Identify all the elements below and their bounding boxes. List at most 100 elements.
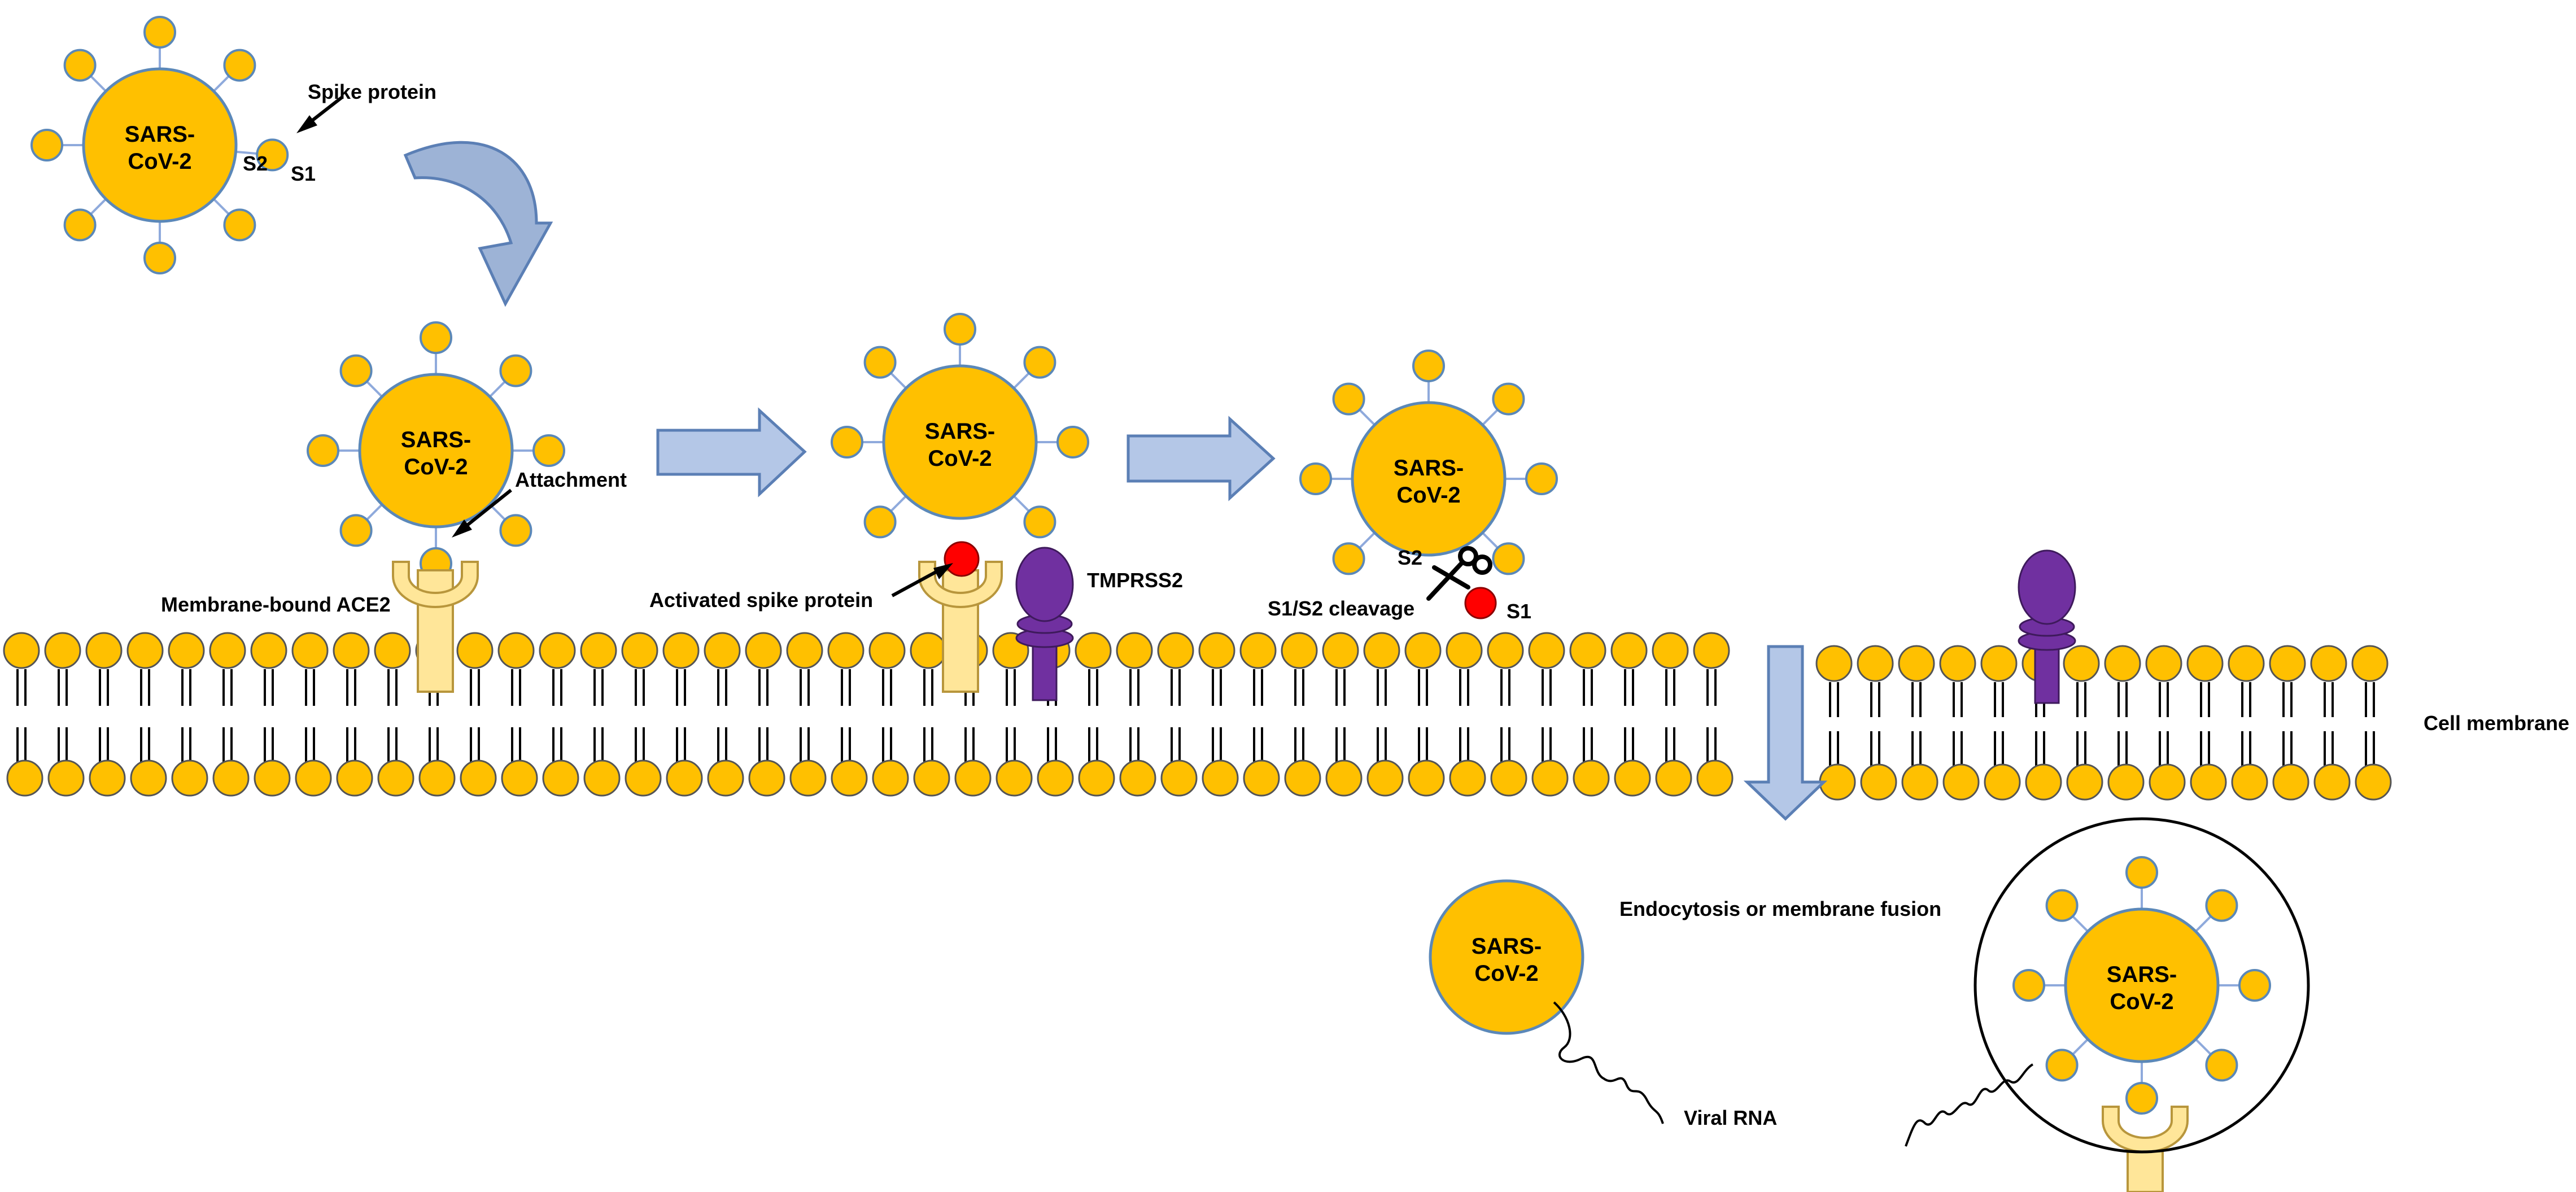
activated-spike-red <box>944 541 980 577</box>
cell-membrane <box>3 632 2392 801</box>
label-viral-rna: Viral RNA <box>1684 1106 1777 1129</box>
label-spike-protein: Spike protein <box>308 80 436 103</box>
pointer-arrow-spike <box>296 95 343 133</box>
lipid <box>126 632 167 797</box>
lipid <box>2351 645 2392 801</box>
virus-label: CoV-2 <box>128 149 191 174</box>
lipid <box>1815 645 1856 801</box>
lipid <box>3 632 43 797</box>
label-attachment: Attachment <box>515 468 627 491</box>
label-membrane-ace2: Membrane-bound ACE2 <box>161 593 391 616</box>
lipid <box>1569 632 1610 797</box>
lipid <box>1898 645 1938 801</box>
cleaved-s1-red <box>1464 587 1497 619</box>
lipid <box>2269 645 2309 801</box>
virus-label: SARS- <box>925 419 995 444</box>
virus-label: SARS- <box>401 427 471 452</box>
lipid <box>1281 632 1321 797</box>
label-cell-membrane: Cell membrane <box>2424 711 2569 735</box>
lipid <box>1610 632 1651 797</box>
virus-cleaving: SARS-CoV-2 <box>1299 350 1558 575</box>
label-tmprss2: TMPRSS2 <box>1087 569 1183 592</box>
lipid <box>1652 632 1692 797</box>
lipid <box>250 632 291 797</box>
tmprss2-protein-1 <box>1015 547 1074 701</box>
curved-arrow-icon <box>403 141 553 307</box>
lipid <box>85 632 126 797</box>
lipid <box>1075 632 1115 797</box>
ace2-receptor-1 <box>392 561 479 693</box>
virus-in-vesicle: SARS-CoV-2 <box>2012 856 2271 1115</box>
virus-label: CoV-2 <box>2110 989 2173 1014</box>
lipid <box>1980 645 2021 801</box>
lipid <box>745 632 785 797</box>
lipid <box>1446 632 1486 797</box>
lipid <box>1239 632 1280 797</box>
lipid <box>2310 645 2351 801</box>
lipid <box>291 632 332 797</box>
process-arrow-down <box>1743 645 1828 821</box>
lipid <box>333 632 373 797</box>
virus-initial: SARS-CoV-2 <box>30 16 289 274</box>
virus-label: SARS- <box>125 122 195 147</box>
lipid <box>2186 645 2227 801</box>
lipid <box>1363 632 1404 797</box>
virus-label: CoV-2 <box>928 446 992 471</box>
virus-uncoated: SARS-CoV-2 <box>1429 879 1584 1035</box>
lipid <box>1116 632 1156 797</box>
pointer-arrow-attachment <box>452 488 512 538</box>
lipid <box>2228 645 2268 801</box>
lipid <box>1198 632 1239 797</box>
label-activated-spike: Activated spike protein <box>649 588 873 612</box>
label-s2-cleavage: S2 <box>1398 546 1422 569</box>
label-s1-top: S1 <box>291 162 316 185</box>
process-arrow-1 <box>656 407 807 497</box>
lipid <box>1528 632 1569 797</box>
lipid <box>662 632 703 797</box>
label-endocytosis: Endocytosis or membrane fusion <box>1619 897 1941 920</box>
lipid <box>456 632 497 797</box>
virus-label: SARS- <box>1394 456 1464 481</box>
virus-attached: SARS- CoV-2 <box>307 321 565 580</box>
label-s1-cleavage: S1 <box>1507 600 1531 623</box>
svg-text:CoV-2: CoV-2 <box>1474 961 1538 986</box>
process-arrow-2 <box>1127 416 1276 501</box>
lipid <box>910 632 950 797</box>
lipid <box>992 632 1033 797</box>
lipid <box>2063 645 2103 801</box>
lipid <box>580 632 621 797</box>
lipid <box>168 632 208 797</box>
virus-label: CoV-2 <box>404 455 468 479</box>
pointer-arrow-activated <box>891 563 953 597</box>
lipid <box>209 632 250 797</box>
tmprss2-protein-2 <box>2018 549 2076 704</box>
scissors-icon <box>1426 546 1492 601</box>
lipid <box>868 632 909 797</box>
lipid <box>374 632 414 797</box>
lipid <box>44 632 85 797</box>
lipid <box>827 632 868 797</box>
lipid <box>704 632 744 797</box>
ace2-receptor-2 <box>918 561 1003 693</box>
lipid <box>497 632 538 797</box>
lipid <box>1939 645 1980 801</box>
lipid <box>1857 645 1897 801</box>
virus-label: SARS- <box>2107 962 2177 987</box>
virus-activated: SARS-CoV-2 <box>831 313 1089 539</box>
lipid <box>539 632 579 797</box>
endocytic-vesicle <box>1974 817 2310 1154</box>
lipid <box>1693 632 1734 797</box>
ace2-receptor-3 <box>2102 1106 2189 1192</box>
virus-label: CoV-2 <box>1396 483 1460 508</box>
lipid <box>1487 632 1527 797</box>
viral-rna-strand-1 <box>1553 1001 1664 1124</box>
label-s2-top: S2 <box>243 152 268 175</box>
label-s1-s2-cleavage: S1/S2 cleavage <box>1268 597 1414 620</box>
lipid <box>2104 645 2145 801</box>
lipid <box>1157 632 1198 797</box>
lipid <box>621 632 662 797</box>
lipid <box>1322 632 1363 797</box>
lipid <box>786 632 827 797</box>
